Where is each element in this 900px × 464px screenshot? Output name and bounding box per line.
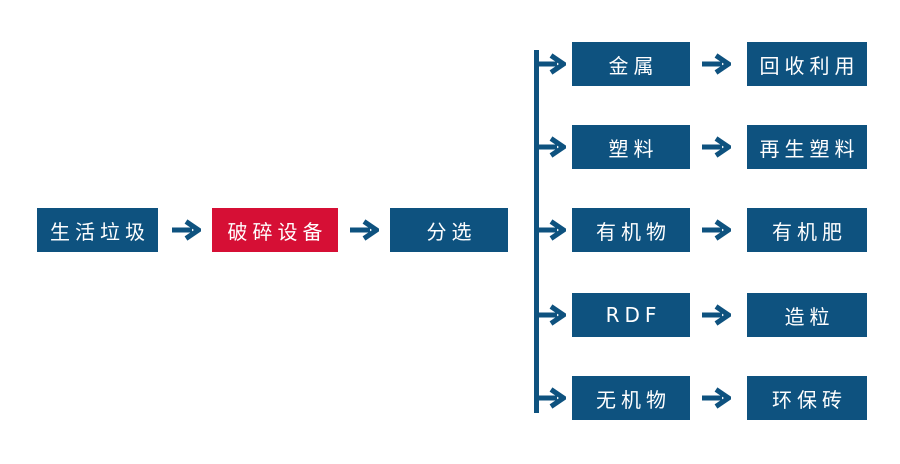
node-material-inorganic: 无机物	[572, 376, 690, 420]
node-material-metal: 金属	[572, 42, 690, 86]
arrow-right-icon	[701, 53, 731, 75]
arrow-right-icon	[701, 219, 731, 241]
node-sorting: 分选	[390, 208, 508, 252]
node-output-recycled-plastic: 再生塑料	[747, 125, 867, 169]
node-material-rdf: RDF	[572, 293, 690, 337]
branch-arrow-icon	[536, 53, 566, 75]
branch-arrow-icon	[536, 136, 566, 158]
arrow-right-icon	[171, 219, 201, 241]
node-output-eco-brick: 环保砖	[747, 376, 867, 420]
node-output-organic-fertilizer: 有机肥	[747, 208, 867, 252]
arrow-right-icon	[349, 219, 379, 241]
node-crushing-equipment: 破碎设备	[212, 208, 338, 252]
arrow-right-icon	[701, 136, 731, 158]
arrow-right-icon	[701, 304, 731, 326]
branch-arrow-icon	[536, 387, 566, 409]
node-material-plastic: 塑料	[572, 125, 690, 169]
node-output-recycling: 回收利用	[747, 42, 867, 86]
node-waste-source: 生活垃圾	[37, 208, 158, 252]
branch-arrow-icon	[536, 304, 566, 326]
node-material-organic: 有机物	[572, 208, 690, 252]
branch-arrow-icon	[536, 219, 566, 241]
arrow-right-icon	[701, 387, 731, 409]
node-output-granulation: 造粒	[747, 293, 867, 337]
